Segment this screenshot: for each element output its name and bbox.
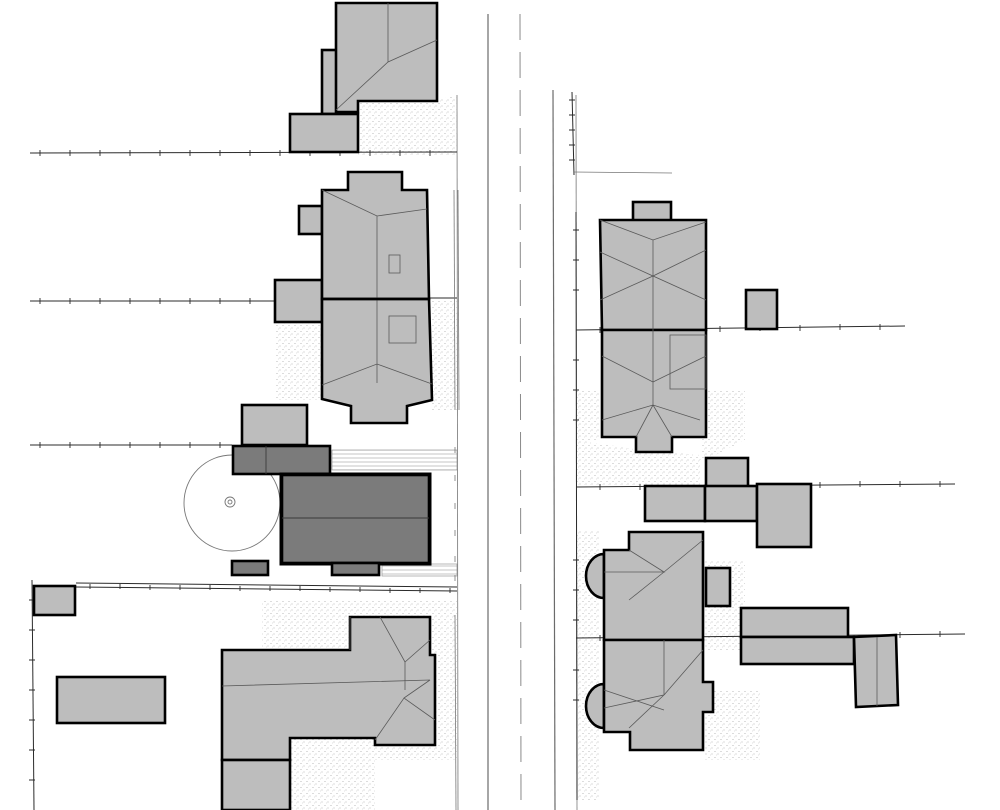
building-main [220,615,437,762]
yard-texture [275,322,322,400]
lot-line-ticks [39,442,221,448]
building-nw-2 [273,170,434,425]
building-porch [273,278,324,324]
subject-stoop [230,559,270,577]
building-shed [643,484,707,523]
road-edge-east [552,89,556,810]
building-se-1 [584,530,900,752]
fence-line [453,189,456,411]
lot-line [571,91,575,176]
lot-line-ticks [599,481,941,490]
building-shed [55,675,167,725]
lot-line-ticks [569,99,575,161]
tree-trunk-core [227,499,233,505]
roof-ridge [221,616,436,741]
tree-trunk [224,496,236,508]
walkway [381,563,458,577]
road [456,13,578,810]
building-garage [288,112,360,154]
building-main [600,328,708,454]
building-e-row [643,456,813,549]
subject-property [183,403,458,581]
roof-ridge [603,539,704,729]
road-centerline [519,13,522,810]
roof-skylight [388,315,417,344]
building-shed [32,584,77,617]
lot-line [31,579,35,810]
lot-line-ticks [573,229,579,701]
building-nw-1 [288,1,439,154]
fence-line [457,189,460,411]
sidewalk-line-west [456,94,459,810]
subject-garage [231,444,332,476]
building-main [602,530,705,642]
building-main [334,1,439,114]
lot-line [75,582,458,588]
building-garage [739,606,850,639]
building-shed [704,456,750,489]
roof-dormer [669,334,707,390]
building-main [320,170,431,301]
yard-texture [576,390,600,440]
building-shed [852,633,900,709]
yard-texture [358,112,457,155]
yard-texture [428,300,457,410]
lot-line [29,151,458,154]
lot-line-ticks [29,599,35,781]
building-shed [240,403,309,447]
yard-texture [700,390,745,460]
subject-building [280,473,431,565]
building-sw-outbuildings [32,584,167,725]
building-garage [220,758,292,810]
building-porch [704,566,732,608]
building-garage [739,635,856,666]
building-porch [297,204,324,236]
building-sw-house [220,615,437,810]
walkway [331,449,458,471]
roof-ridge [599,219,707,438]
lot-lines [29,91,966,810]
building-main [602,638,715,752]
subject-step [330,561,381,577]
yard-texture [576,440,700,485]
lot-line [573,171,673,174]
lot-line [575,211,578,801]
lot-line [75,586,458,592]
yard-texture [705,690,760,760]
building-bay [584,682,606,730]
lot-line-ticks [39,298,251,304]
building-shed [703,484,759,523]
yard-texture [576,530,600,800]
lot-line-ticks [89,584,451,593]
fence-line [454,614,457,810]
roof-ridge [335,3,438,111]
building-bay [584,552,606,600]
building-ne-1 [598,200,779,454]
building-shed [755,482,813,549]
roof-chimney [388,254,401,274]
yard-texture [290,740,375,810]
building-shed [744,288,779,331]
